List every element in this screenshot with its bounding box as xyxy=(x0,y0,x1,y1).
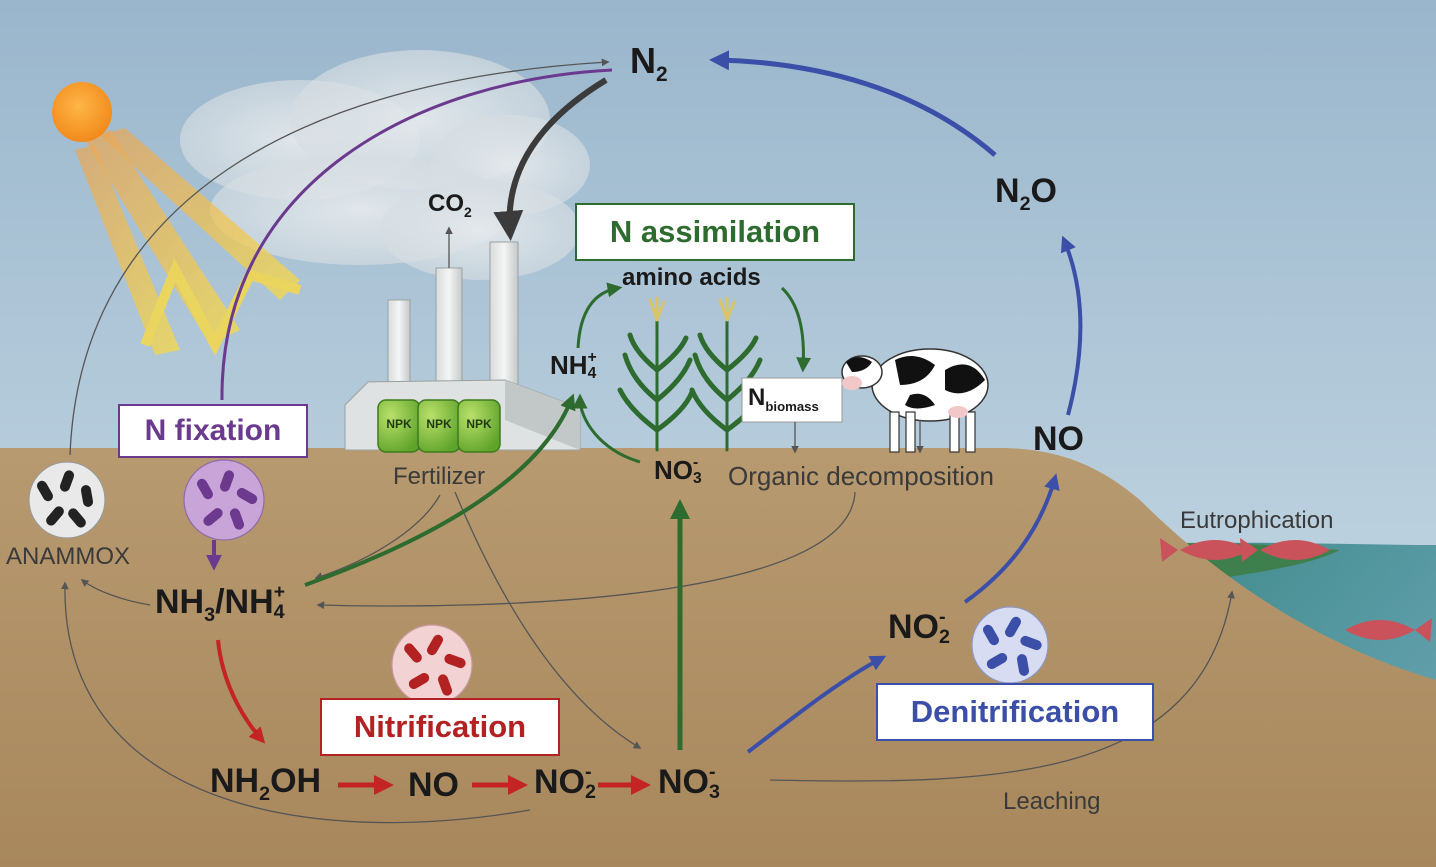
label-no-bottom: NO xyxy=(408,766,459,804)
sun xyxy=(52,82,112,142)
arrow-no-to-n2o xyxy=(1060,235,1083,416)
label-no2-bottom: NO-2 xyxy=(534,761,596,803)
label-n2: N2 xyxy=(630,40,668,87)
arrow-no2-to-anammox xyxy=(60,581,531,824)
label-no-right: NO xyxy=(1033,420,1084,458)
label-nh2oh: NH2OH xyxy=(210,762,322,805)
label-no3-plant: NO-3 xyxy=(654,454,702,487)
process-denitrification: Denitrification xyxy=(876,683,1154,741)
arrow-amino-acids-to-biomass xyxy=(780,286,812,373)
arrow-n2-fixation xyxy=(220,68,613,401)
label-anammox: ANAMMOX xyxy=(6,543,131,570)
nitrification-bacteria xyxy=(391,624,473,706)
label-no2-right: NO-2 xyxy=(888,606,950,648)
npk-bag-label: NPK xyxy=(426,417,452,431)
process-nitrification: Nitrification xyxy=(320,698,560,756)
fish xyxy=(1160,538,1432,642)
n-biomass-box xyxy=(741,377,843,423)
label-co2: CO2 xyxy=(428,190,472,220)
cow xyxy=(841,348,989,453)
arrow-fertilizer-to-nh3 xyxy=(314,494,441,580)
soil xyxy=(0,448,1436,867)
label-nh3-nh4: NH3/NH+4 xyxy=(155,581,286,626)
thin-grey-arrows xyxy=(60,58,1235,824)
label-organic-decomposition: Organic decomposition xyxy=(728,461,994,491)
process-n-assimilation: N assimilation xyxy=(575,203,855,261)
process-n-fixation: N fixation xyxy=(118,404,308,458)
arrow-no2-to-no-right xyxy=(963,473,1060,604)
cloud xyxy=(180,50,590,280)
label-n2o: N2O xyxy=(995,172,1057,215)
arrow-no3-to-no2-right xyxy=(746,655,887,754)
arrow-nh3-to-nh2oh xyxy=(216,639,266,744)
arrow-nh4-to-amino-acids xyxy=(576,282,623,349)
label-no3-bottom: NO-3 xyxy=(658,761,720,803)
label-eutrophication: Eutrophication xyxy=(1180,507,1334,534)
arrow-anammox-to-n2 xyxy=(69,58,610,456)
label-fertilizer: Fertilizer xyxy=(393,463,486,490)
label-n-biomass: Nbiomass xyxy=(748,384,819,414)
npk-bags: NPK NPK NPK xyxy=(377,399,501,453)
arrow-decomposition-to-nh3 xyxy=(316,491,856,610)
arrow-leaching-to-water xyxy=(769,590,1235,782)
anammox-bacteria xyxy=(28,461,106,539)
arrow-no3-to-nh4 xyxy=(572,393,641,464)
arrow-nh3-to-anammox xyxy=(80,579,151,606)
label-nh4-plant: NH+4 xyxy=(550,349,597,382)
sun-rays xyxy=(75,128,302,356)
arrow-nh3-to-nh4-plant xyxy=(304,393,576,587)
arrow-fertilizer-to-no3 xyxy=(454,491,642,749)
fixation-bacteria xyxy=(183,459,265,541)
npk-bag-label: NPK xyxy=(386,417,412,431)
npk-bag-label: NPK xyxy=(466,417,492,431)
denitrification-bacteria xyxy=(971,606,1049,684)
label-amino-acids: amino acids xyxy=(622,264,761,291)
arrow-n2o-to-n2 xyxy=(709,50,997,157)
arrow-n2-to-factory xyxy=(493,77,608,241)
label-leaching: Leaching xyxy=(1003,788,1101,815)
